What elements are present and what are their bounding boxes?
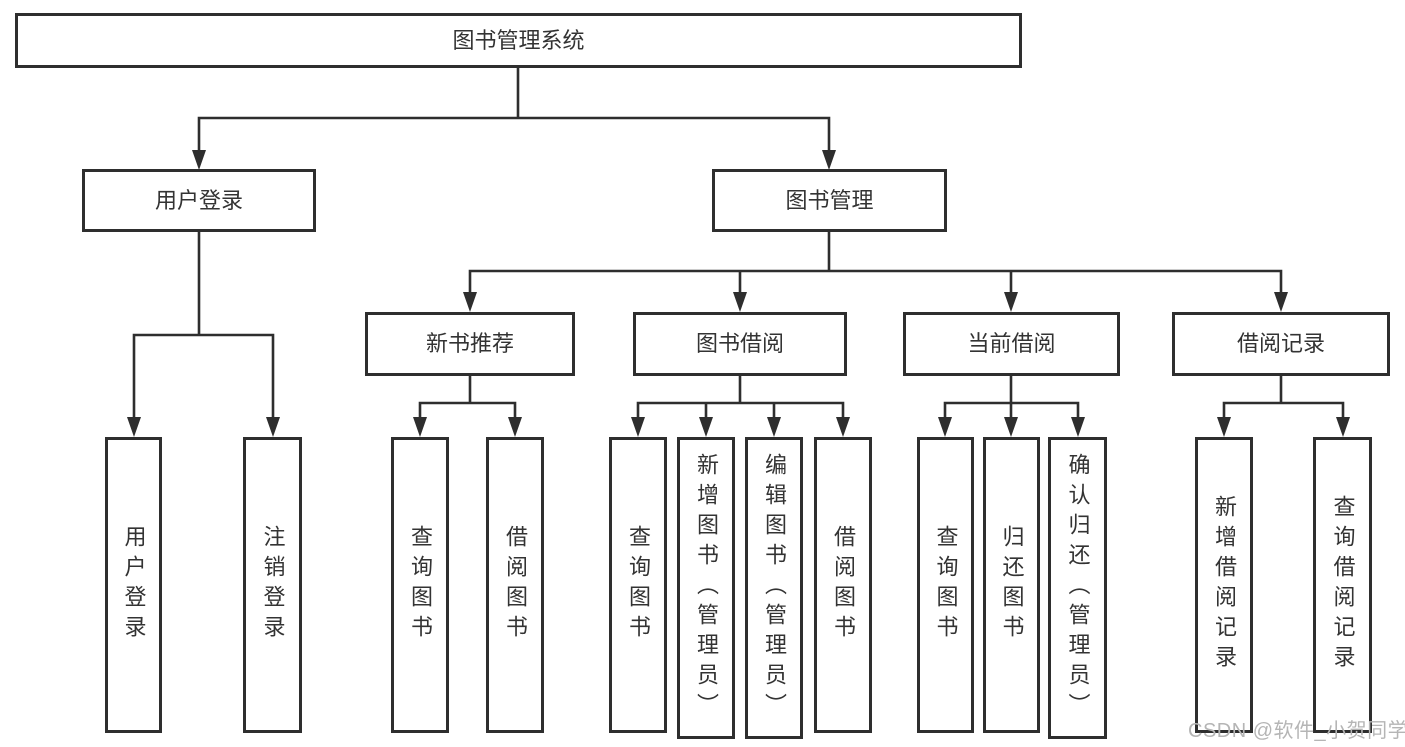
watermark-text: CSDN @软件_小贺同学 (1188, 720, 1405, 742)
leaf-label: 用户登录 (121, 525, 147, 645)
leaf-label: 新增图书（管理员） (694, 453, 719, 723)
node-label: 新书推荐 (425, 331, 514, 356)
leaf-label: 新增借阅记录 (1212, 495, 1237, 675)
node-borrow-records: 借阅记录 (1172, 312, 1390, 376)
leaf-query-books-2: 查询图书 (609, 437, 667, 733)
leaf-confirm-return-admin: 确认归还（管理员） (1048, 437, 1107, 739)
leaf-user-login: 用户登录 (105, 437, 162, 733)
leaf-query-borrow-record: 查询借阅记录 (1313, 437, 1372, 733)
node-book-borrow: 图书借阅 (633, 312, 847, 376)
node-new-book-recommend: 新书推荐 (365, 312, 575, 376)
leaf-query-books-1: 查询图书 (391, 437, 449, 733)
leaf-label: 借阅图书 (503, 525, 528, 645)
leaf-logout: 注销登录 (243, 437, 302, 733)
node-book-management: 图书管理 (712, 169, 947, 232)
leaf-label: 查询图书 (933, 525, 959, 645)
leaf-label: 查询借阅记录 (1330, 495, 1356, 675)
leaf-label: 查询图书 (408, 525, 433, 645)
node-label: 用户登录 (154, 187, 243, 213)
node-label: 借阅记录 (1236, 331, 1325, 356)
leaf-label: 查询图书 (626, 525, 651, 645)
leaf-label: 注销登录 (260, 525, 286, 645)
leaf-query-books-3: 查询图书 (917, 437, 974, 733)
leaf-add-borrow-record: 新增借阅记录 (1195, 437, 1253, 733)
node-library-management-system: 图书管理系统 (15, 13, 1022, 68)
leaf-label: 借阅图书 (831, 525, 856, 645)
leaf-borrow-books-2: 借阅图书 (814, 437, 872, 733)
node-label: 图书借阅 (695, 331, 784, 356)
node-label: 图书管理 (785, 187, 874, 213)
node-label: 图书管理系统 (452, 27, 585, 53)
node-user-login: 用户登录 (82, 169, 316, 232)
leaf-label: 归还图书 (999, 525, 1025, 645)
leaf-borrow-books-1: 借阅图书 (486, 437, 544, 733)
leaf-edit-books-admin: 编辑图书（管理员） (745, 437, 803, 739)
leaf-add-books-admin: 新增图书（管理员） (677, 437, 735, 739)
leaf-label: 编辑图书（管理员） (762, 453, 787, 723)
leaf-label: 确认归还（管理员） (1065, 453, 1091, 723)
node-label: 当前借阅 (967, 331, 1056, 356)
node-current-borrow: 当前借阅 (903, 312, 1120, 376)
leaf-return-books: 归还图书 (983, 437, 1040, 733)
